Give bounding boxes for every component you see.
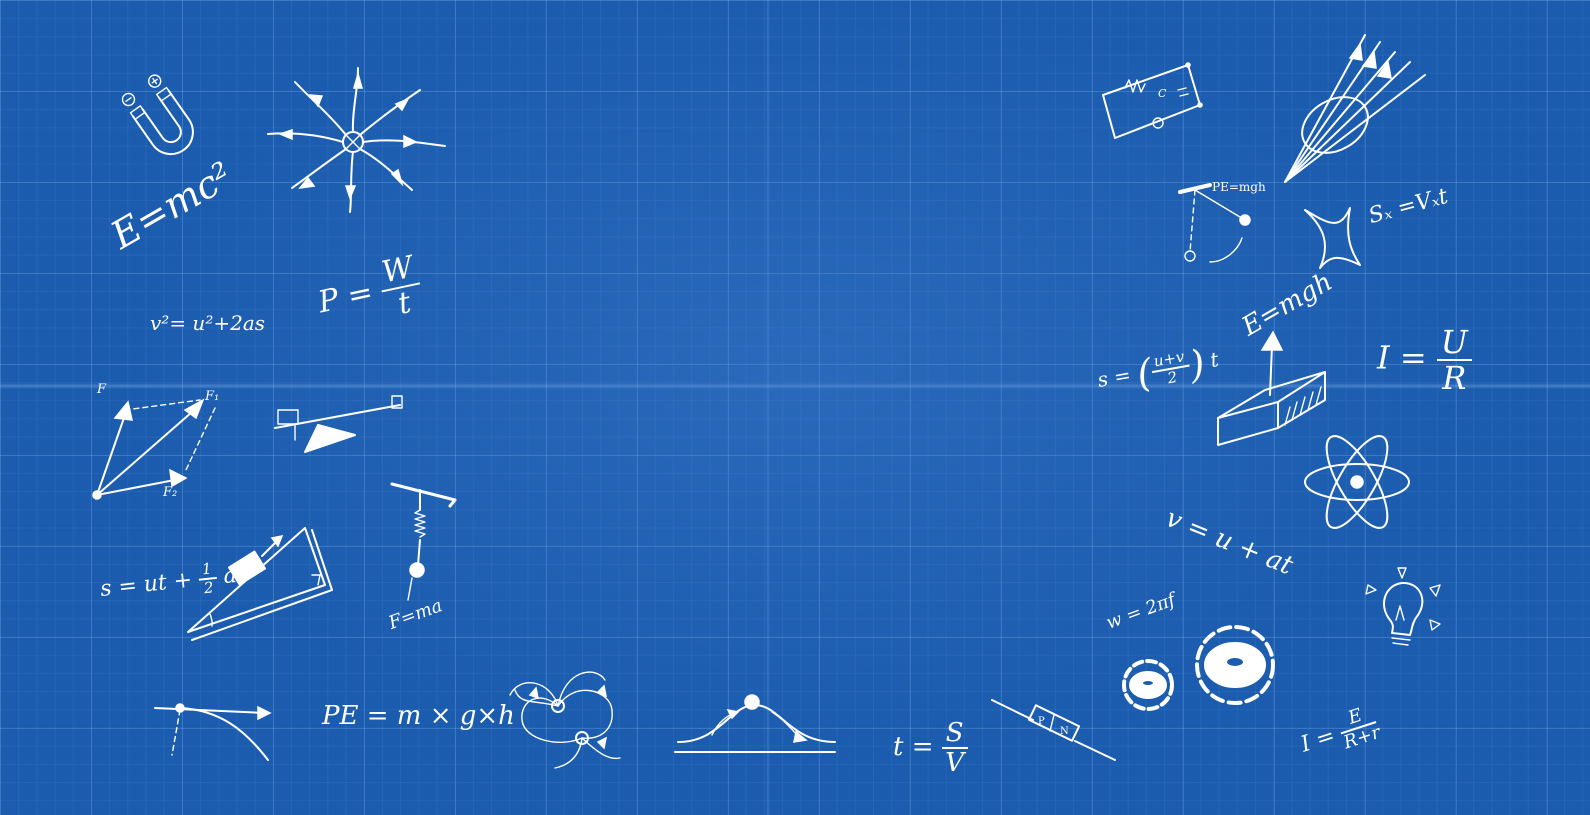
formula-power-lhs: P = [315, 274, 377, 321]
formula-ohms-law: I = U R [1377, 326, 1472, 394]
formula-ohms-lhs: I = [1377, 338, 1427, 377]
light-bulb-icon [1365, 567, 1441, 646]
radial-field-icon [267, 67, 446, 213]
formula-time-lhs: t = [893, 732, 934, 762]
vector-diagram-icon [92, 398, 216, 500]
formula-avg-velocity-fraction: u+v 2 [1148, 347, 1193, 389]
dipole-field-icon [509, 671, 621, 769]
spring-mass-icon [390, 482, 457, 601]
pendulum-icon [1178, 183, 1251, 263]
formula-time-fraction: S V [941, 720, 968, 778]
vector-label-f: F [97, 382, 107, 397]
formula-ohms-num: U [1436, 326, 1472, 361]
block-force-icon [1217, 330, 1326, 446]
formula-displacement-num: 1 [197, 559, 217, 581]
formula-current-lhs: I = [1297, 723, 1339, 758]
formula-time-num: S [941, 720, 968, 749]
projectile-icon [154, 703, 272, 761]
diode-label-n: N [1060, 726, 1069, 737]
formula-potential-energy: PE = m × g×h [322, 701, 515, 731]
formula-displacement-den: 2 [203, 578, 215, 598]
formula-ohms-den: R [1442, 359, 1467, 397]
capacitor-label: C [1158, 87, 1167, 100]
vector-label-f1: F₁ [205, 389, 220, 404]
pendulum-label: PE=mgh [1212, 180, 1266, 194]
horseshoe-magnet-icon [121, 74, 194, 156]
gears-icon [1122, 625, 1275, 711]
formula-avg-velocity-lhs: s = [1095, 362, 1133, 392]
formula-v-squared: v²= u²+2as [150, 311, 265, 335]
lens-rays-icon [1284, 34, 1426, 183]
diode-icon [991, 699, 1116, 761]
concave-lens-icon [1304, 207, 1361, 269]
vector-label-f2: F₂ [163, 485, 178, 500]
formula-ohms-fraction: U R [1436, 326, 1472, 397]
formula-displacement-rhs: at² [222, 560, 256, 590]
formula-time-den: V [945, 748, 965, 778]
diode-label-p: P [1038, 716, 1045, 727]
inclined-plane-icon [187, 527, 333, 641]
lever-icon [274, 395, 403, 453]
formula-displacement-lhs: s = ut + [99, 567, 194, 603]
potential-hill-icon [674, 694, 836, 753]
rc-circuit-icon [1102, 62, 1203, 139]
formula-time: t = S V [893, 720, 968, 776]
formula-displacement-fraction: 1 2 [197, 559, 218, 598]
atom-icon [1304, 435, 1410, 529]
